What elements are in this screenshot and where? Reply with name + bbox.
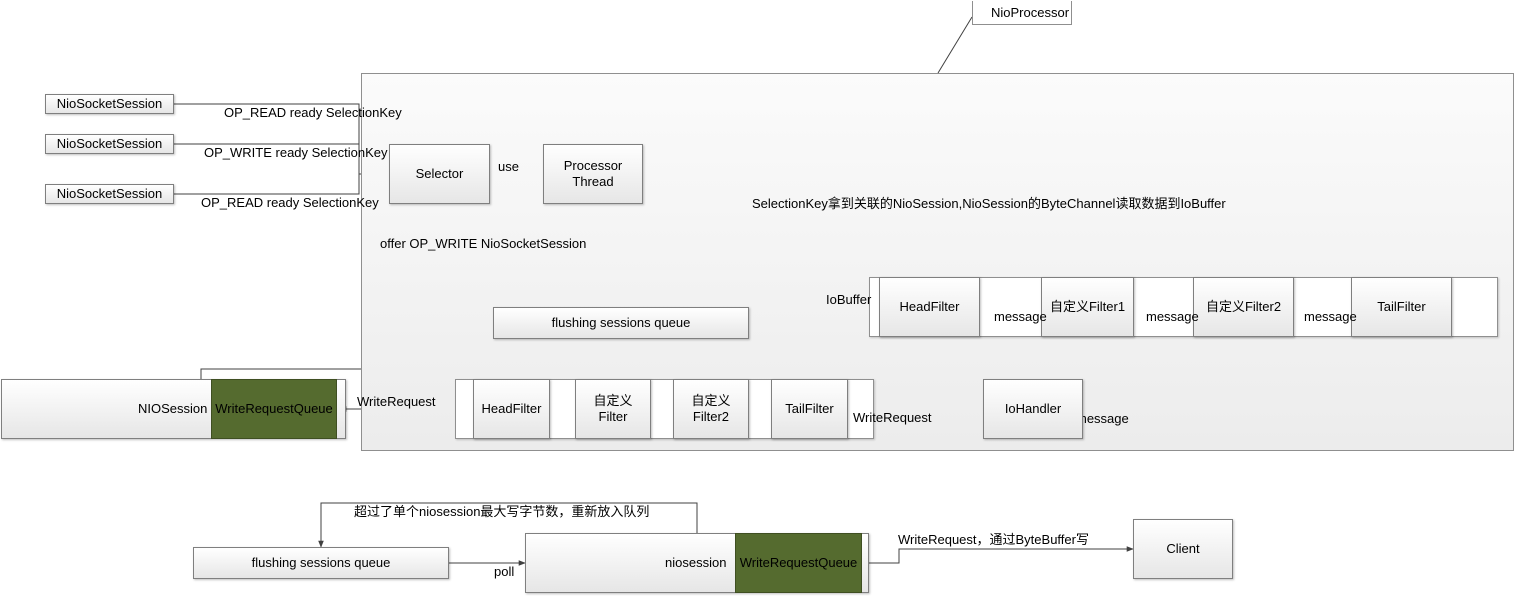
- client-box: Client: [1133, 519, 1233, 579]
- client-label: Client: [1166, 541, 1200, 556]
- write-custom-filter: 自定义 Filter: [575, 379, 651, 439]
- queue-label: WriteRequestQueue: [739, 555, 858, 570]
- read-edge-label-1: message: [994, 309, 1047, 324]
- to-handler-label: message: [1076, 411, 1129, 426]
- write-output-label: WriteRequest: [357, 394, 436, 409]
- session2-edge-label: OP_WRITE ready SelectionKey: [204, 145, 388, 160]
- write-input-label: WriteRequest: [853, 410, 932, 425]
- processor-thread-label: Processor Thread: [563, 158, 623, 189]
- iohandler-box: IoHandler: [983, 379, 1083, 439]
- niosession-write-request-queue: WriteRequestQueue: [735, 533, 862, 593]
- nio-socket-session-3: NioSocketSession: [45, 184, 174, 204]
- filter-label: TailFilter: [1377, 299, 1426, 314]
- use-label: use: [498, 159, 519, 174]
- filter-label: 自定义Filter1: [1049, 299, 1126, 314]
- read-note: SelectionKey拿到关联的NioSession,NioSession的B…: [752, 196, 1226, 211]
- read-custom-filter-2: 自定义Filter2: [1193, 277, 1294, 337]
- read-edge-label-2: message: [1146, 309, 1199, 324]
- session-label: NioSocketSession: [56, 136, 163, 151]
- flushing-queue-label: flushing sessions queue: [551, 315, 691, 330]
- filter-label: 自定义 Filter: [593, 393, 633, 424]
- nio-processor-callout: NioProcessor: [972, 1, 1072, 25]
- session3-to-selector-line: [174, 171, 390, 195]
- session3-edge-label: OP_READ ready SelectionKey: [201, 195, 379, 210]
- write-custom-filter-2: 自定义 Filter2: [673, 379, 749, 439]
- offer-label: offer OP_WRITE NioSocketSession: [380, 236, 587, 251]
- read-head-filter: HeadFilter: [879, 277, 980, 337]
- nio-session-label: NIOSession: [138, 401, 208, 416]
- selector-label: Selector: [415, 166, 464, 181]
- write-tail-filter: TailFilter: [771, 379, 848, 439]
- selector-box: Selector: [389, 144, 490, 204]
- write-head-filter: HeadFilter: [473, 379, 550, 439]
- filter-label: HeadFilter: [481, 401, 542, 416]
- nio-processor-label: NioProcessor: [991, 4, 1070, 20]
- flushing-sessions-queue: flushing sessions queue: [493, 307, 749, 339]
- read-tail-filter: TailFilter: [1351, 277, 1452, 337]
- niosession-label: niosession: [665, 555, 727, 570]
- session1-edge-label: OP_READ ready SelectionKey: [224, 105, 402, 120]
- session-label: NioSocketSession: [56, 96, 163, 111]
- filter-label: TailFilter: [785, 401, 834, 416]
- filter-label: 自定义Filter2: [1205, 299, 1282, 314]
- queue-label: WriteRequestQueue: [215, 401, 333, 416]
- nio-session-write-request-queue: WriteRequestQueue: [211, 379, 337, 439]
- requeue-note: 超过了单个niosession最大写字节数，重新放入队列: [354, 504, 650, 519]
- iobuffer-label: IoBuffer: [826, 292, 872, 307]
- nio-socket-session-1: NioSocketSession: [45, 94, 174, 114]
- processor-thread-box: Processor Thread: [543, 144, 643, 204]
- iohandler-label: IoHandler: [1004, 401, 1062, 416]
- write-to-client-label: WriteRequest，通过ByteBuffer写: [898, 532, 1089, 547]
- flushing-queue-label: flushing sessions queue: [251, 555, 391, 570]
- write-to-client-line: [869, 546, 1134, 564]
- session-label: NioSocketSession: [56, 186, 163, 201]
- nio-socket-session-2: NioSocketSession: [45, 134, 174, 154]
- poll-label: poll: [494, 564, 515, 579]
- filter-label: 自定义 Filter2: [691, 393, 731, 424]
- read-custom-filter-1: 自定义Filter1: [1041, 277, 1134, 337]
- read-edge-label-3: message: [1304, 309, 1357, 324]
- processor-callout-line: [937, 16, 973, 74]
- filter-label: HeadFilter: [899, 299, 960, 314]
- bottom-flushing-sessions-queue: flushing sessions queue: [193, 547, 449, 579]
